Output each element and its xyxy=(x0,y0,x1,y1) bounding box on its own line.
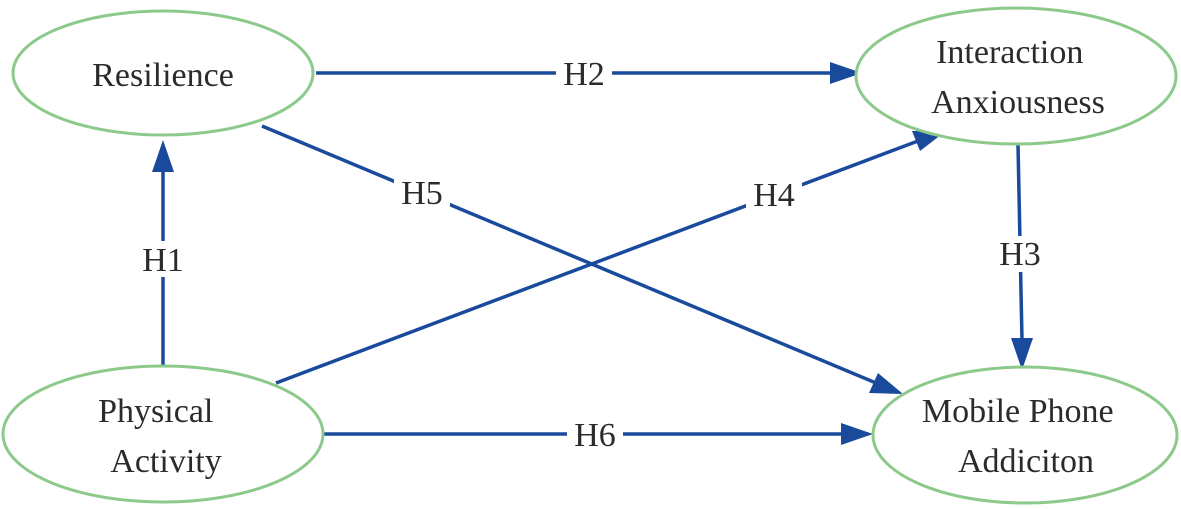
node-physical-activity: Physical Activity xyxy=(1,364,325,504)
edge-h4-label-bg xyxy=(746,176,802,212)
node-resilience: Resilience xyxy=(11,9,315,137)
node-interaction-ellipse xyxy=(854,6,1178,146)
node-physical-label: Physical Activity xyxy=(98,393,222,480)
node-mobile-label: Mobile Phone Addiciton xyxy=(922,393,1122,480)
node-mobile-ellipse xyxy=(871,365,1179,505)
node-mobile-line-2: Addiciton xyxy=(958,443,1094,480)
edge-h6-label: H6 xyxy=(574,417,616,454)
edge-h6: H6 xyxy=(323,417,873,454)
edge-h4-line xyxy=(275,139,919,385)
node-interaction-anxiousness: Interaction Anxiousness xyxy=(854,6,1178,146)
edge-h3-arrowhead xyxy=(1011,338,1033,370)
edge-h2: H2 xyxy=(316,56,862,93)
edge-h1: H1 xyxy=(136,140,190,365)
edge-h3: H3 xyxy=(993,144,1047,370)
edge-h3-label: H3 xyxy=(999,236,1041,273)
edge-h5-label: H5 xyxy=(401,175,443,212)
edge-h5-label-bg xyxy=(394,174,450,210)
edge-h5: H5 xyxy=(261,124,903,394)
edge-h2-label: H2 xyxy=(563,56,605,93)
edge-h4-label: H4 xyxy=(753,177,795,214)
edge-h5-line xyxy=(261,124,877,385)
node-physical-line-2: Activity xyxy=(110,443,221,480)
edge-h2-label-bg xyxy=(556,56,612,92)
node-mobile-line-1: Mobile Phone xyxy=(922,393,1114,430)
node-physical-line-1: Physical xyxy=(98,393,213,430)
node-interaction-line-1: Interaction xyxy=(936,34,1083,71)
edge-h3-label-bg xyxy=(993,236,1047,272)
edge-h5-arrowhead xyxy=(869,373,903,394)
node-physical-ellipse xyxy=(1,364,325,504)
edge-h1-label: H1 xyxy=(142,242,184,279)
node-interaction-label: Interaction Anxiousness xyxy=(931,34,1105,121)
node-resilience-label: Resilience xyxy=(92,57,234,94)
node-mobile-phone-addiction: Mobile Phone Addiciton xyxy=(871,365,1179,505)
node-resilience-line-1: Resilience xyxy=(92,57,234,94)
edge-h4: H4 xyxy=(275,131,946,385)
edge-h6-label-bg xyxy=(567,417,623,453)
edge-h6-arrowhead xyxy=(841,423,873,445)
edge-h1-label-bg xyxy=(136,241,190,277)
node-interaction-line-2: Anxiousness xyxy=(931,84,1105,121)
node-resilience-ellipse xyxy=(11,9,315,137)
edge-h2-arrowhead xyxy=(830,62,862,84)
edge-h1-arrowhead xyxy=(152,140,174,172)
